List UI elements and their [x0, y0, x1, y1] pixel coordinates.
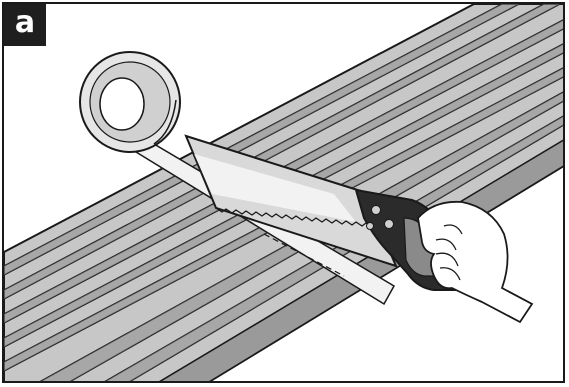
figure-frame: a: [2, 2, 565, 383]
hand-icon: [418, 202, 532, 322]
illustration: [4, 4, 565, 383]
tape-roll-icon: [80, 52, 180, 152]
panel-label: a: [4, 4, 46, 46]
